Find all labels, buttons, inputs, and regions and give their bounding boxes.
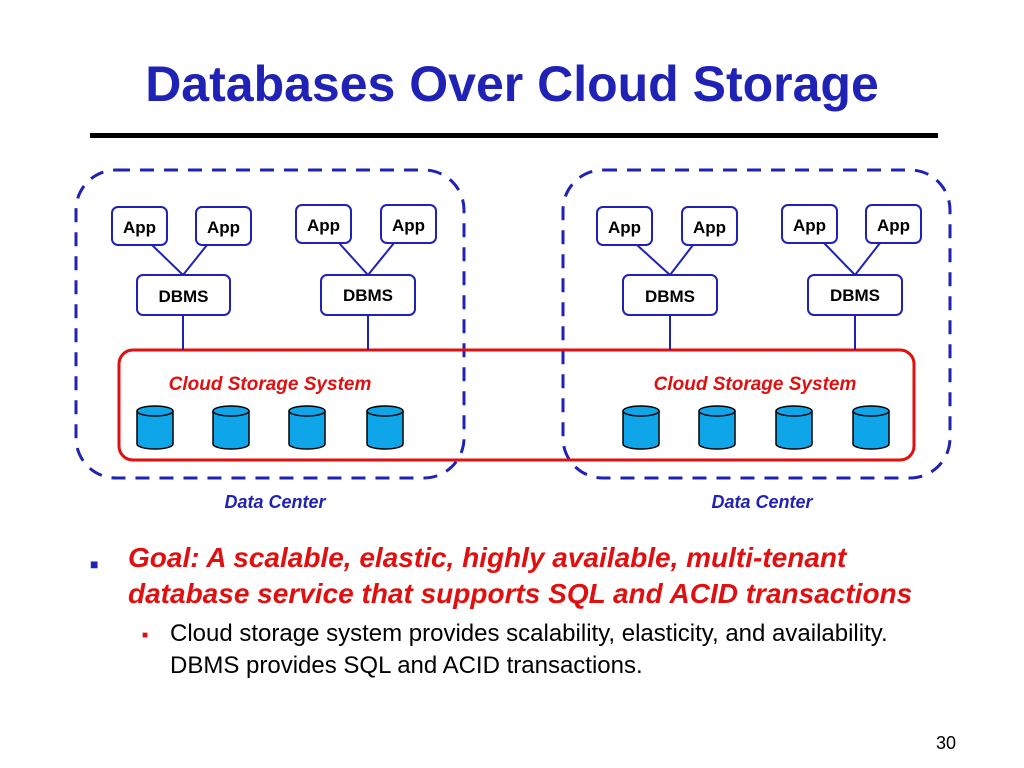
sub-bullet: ■ Cloud storage system provides scalabil… [142,618,930,682]
app-label: App [123,218,156,237]
dbms-box: DBMS [136,274,231,316]
database-cylinder-icon [366,405,404,450]
database-cylinder-icon [622,405,660,450]
bullet-list: ■ Goal: A scalable, elastic, highly avai… [90,540,930,682]
datacenter-right-boundary [561,168,952,480]
cloud-storage-label-right: Cloud Storage System [654,374,857,395]
dbms-label: DBMS [343,286,393,305]
app-label: App [693,218,726,237]
bullet-goal: ■ Goal: A scalable, elastic, highly avai… [90,540,930,612]
dbms-box: DBMS [622,274,718,316]
dbms-label: DBMS [645,287,695,306]
datacenter-label-right: Data Center [711,492,813,512]
app-label: App [307,216,340,235]
app-box: App [380,204,437,244]
square-bullet-icon: ■ [90,556,99,572]
app-dbms-connectors [151,242,881,350]
database-cylinder-icon [698,405,736,450]
app-label: App [608,218,641,237]
app-box: App [295,204,352,244]
app-box: App [195,206,252,246]
sub-bullet-text: Cloud storage system provides scalabilit… [170,620,888,679]
database-cylinder-icon [212,405,250,450]
cloud-storage-label-left: Cloud Storage System [169,374,372,395]
app-box: App [865,204,922,244]
square-bullet-icon: ■ [142,630,149,641]
app-box: App [681,206,738,246]
dbms-box: DBMS [320,274,416,316]
page-number: 30 [936,733,957,753]
database-cylinder-icon [288,405,326,450]
app-box: App [596,206,653,246]
app-box: App [111,206,168,246]
app-box: App [781,204,838,244]
app-label: App [877,216,910,235]
datacenter-left-boundary [74,168,466,480]
cloud-storage-system [117,348,916,462]
database-cylinder-icon [852,405,890,450]
dbms-label: DBMS [158,287,208,306]
database-cylinder-icon [775,405,813,450]
app-label: App [392,216,425,235]
datacenter-label-left: Data Center [224,492,326,512]
database-cylinder-icon [136,405,174,450]
dbms-label: DBMS [830,286,880,305]
architecture-diagram: Cloud Storage System Cloud Storage Syste… [74,168,952,512]
slide-title: Databases Over Cloud Storage [145,56,879,112]
title-underline [90,133,938,138]
dbms-box: DBMS [807,274,903,316]
app-label: App [793,216,826,235]
app-label: App [207,218,240,237]
bullet-goal-text: Goal: A scalable, elastic, highly availa… [128,542,913,609]
